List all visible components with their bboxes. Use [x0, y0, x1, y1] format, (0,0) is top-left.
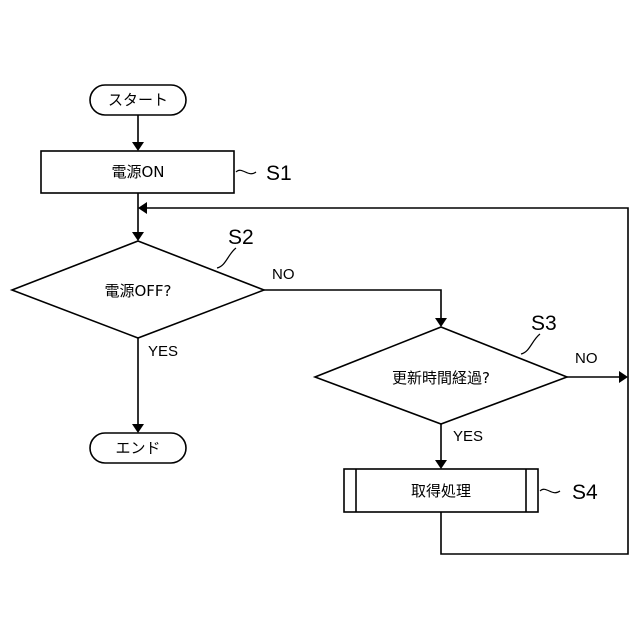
- s4-label: 取得処理: [411, 482, 471, 500]
- s2-step-id: S2: [228, 226, 254, 249]
- s2-label: 電源OFF?: [104, 282, 171, 300]
- end-terminal: エンド: [90, 433, 186, 463]
- s2-no-label: NO: [272, 266, 295, 283]
- start-label: スタート: [108, 91, 168, 109]
- s2-leader-line: [217, 248, 236, 268]
- s3-label: 更新時間経過?: [392, 369, 490, 387]
- start-terminal: スタート: [90, 85, 186, 115]
- s4-leader-line: [540, 489, 560, 492]
- s3-yes-label: YES: [453, 428, 483, 445]
- arrowhead: [132, 142, 144, 151]
- s2-yes-label: YES: [148, 343, 178, 360]
- step-s3-decision: 更新時間経過? S3 NO YES: [315, 312, 598, 445]
- arrowhead: [435, 460, 447, 469]
- s1-leader-line: [236, 170, 256, 173]
- step-s1-process: 電源ON S1: [41, 151, 292, 193]
- arrowhead: [132, 232, 144, 241]
- arrowhead: [435, 318, 447, 327]
- s1-label: 電源ON: [111, 163, 164, 181]
- end-label: エンド: [115, 439, 160, 457]
- s4-step-id: S4: [572, 481, 598, 504]
- s1-step-id: S1: [266, 162, 292, 185]
- step-s4-process: 取得処理 S4: [344, 469, 598, 512]
- connector-s2-no-to-s3: [264, 290, 441, 320]
- s3-leader-line: [521, 334, 540, 354]
- s3-no-label: NO: [575, 350, 598, 367]
- s3-step-id: S3: [531, 312, 557, 335]
- arrowhead: [138, 202, 147, 214]
- arrowhead: [619, 371, 628, 383]
- step-s2-decision: 電源OFF? S2 NO YES: [12, 226, 295, 360]
- arrowhead: [132, 424, 144, 433]
